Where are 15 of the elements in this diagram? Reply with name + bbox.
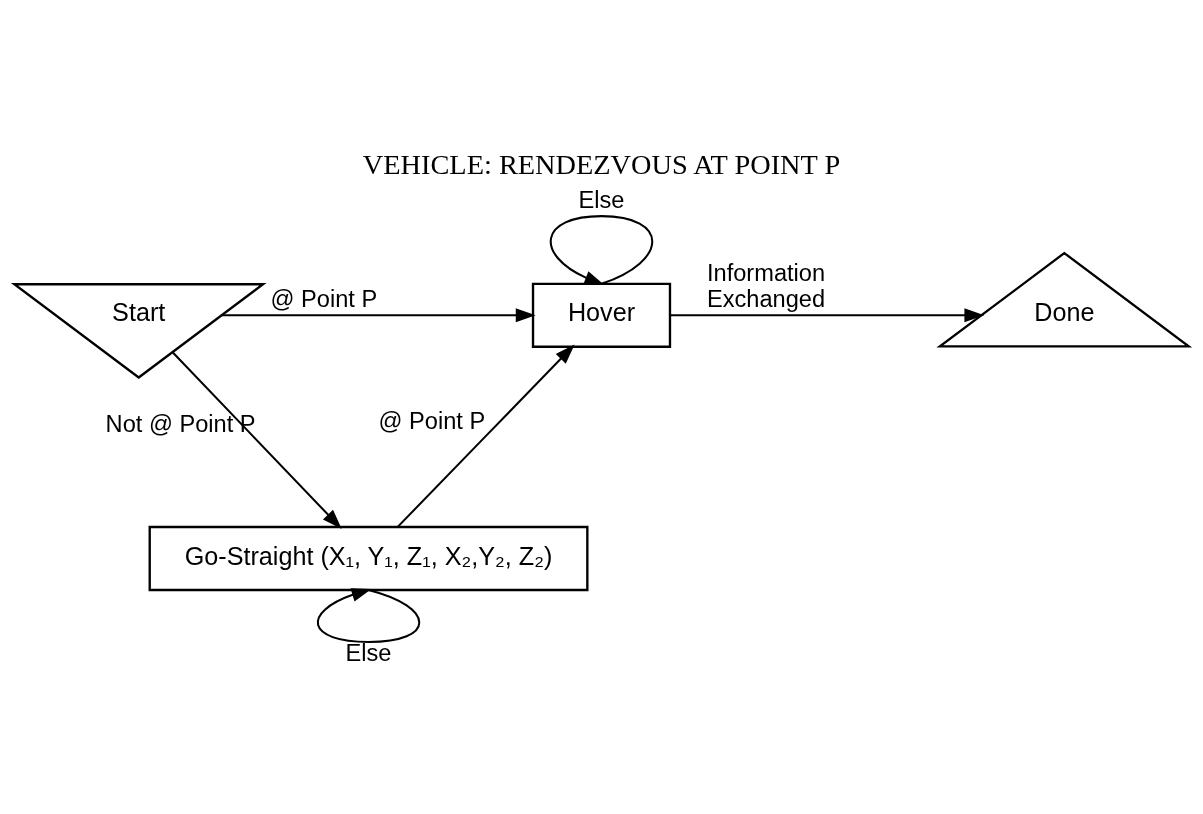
arrow xyxy=(670,308,985,323)
arrow xyxy=(317,588,421,643)
edge-label: Else xyxy=(345,639,392,666)
edge-label: @ Point P xyxy=(270,286,378,313)
arrow xyxy=(397,344,575,528)
arrow xyxy=(171,351,342,529)
node-box: Go-Straight (X₁, Y₁, Z₁, X₂,Y₂, Z₂) xyxy=(148,525,589,592)
arrow xyxy=(549,215,654,285)
diagram-title: VEHICLE: RENDEZVOUS AT POINT P xyxy=(362,149,841,181)
edge-label: Else xyxy=(578,187,625,214)
edge-label: @ Point P xyxy=(378,407,486,434)
node-box: Hover xyxy=(531,282,672,348)
edge-label: Not @ Point P xyxy=(105,410,256,437)
arrow xyxy=(221,308,536,323)
edge-label: Information Exchanged xyxy=(706,259,826,313)
